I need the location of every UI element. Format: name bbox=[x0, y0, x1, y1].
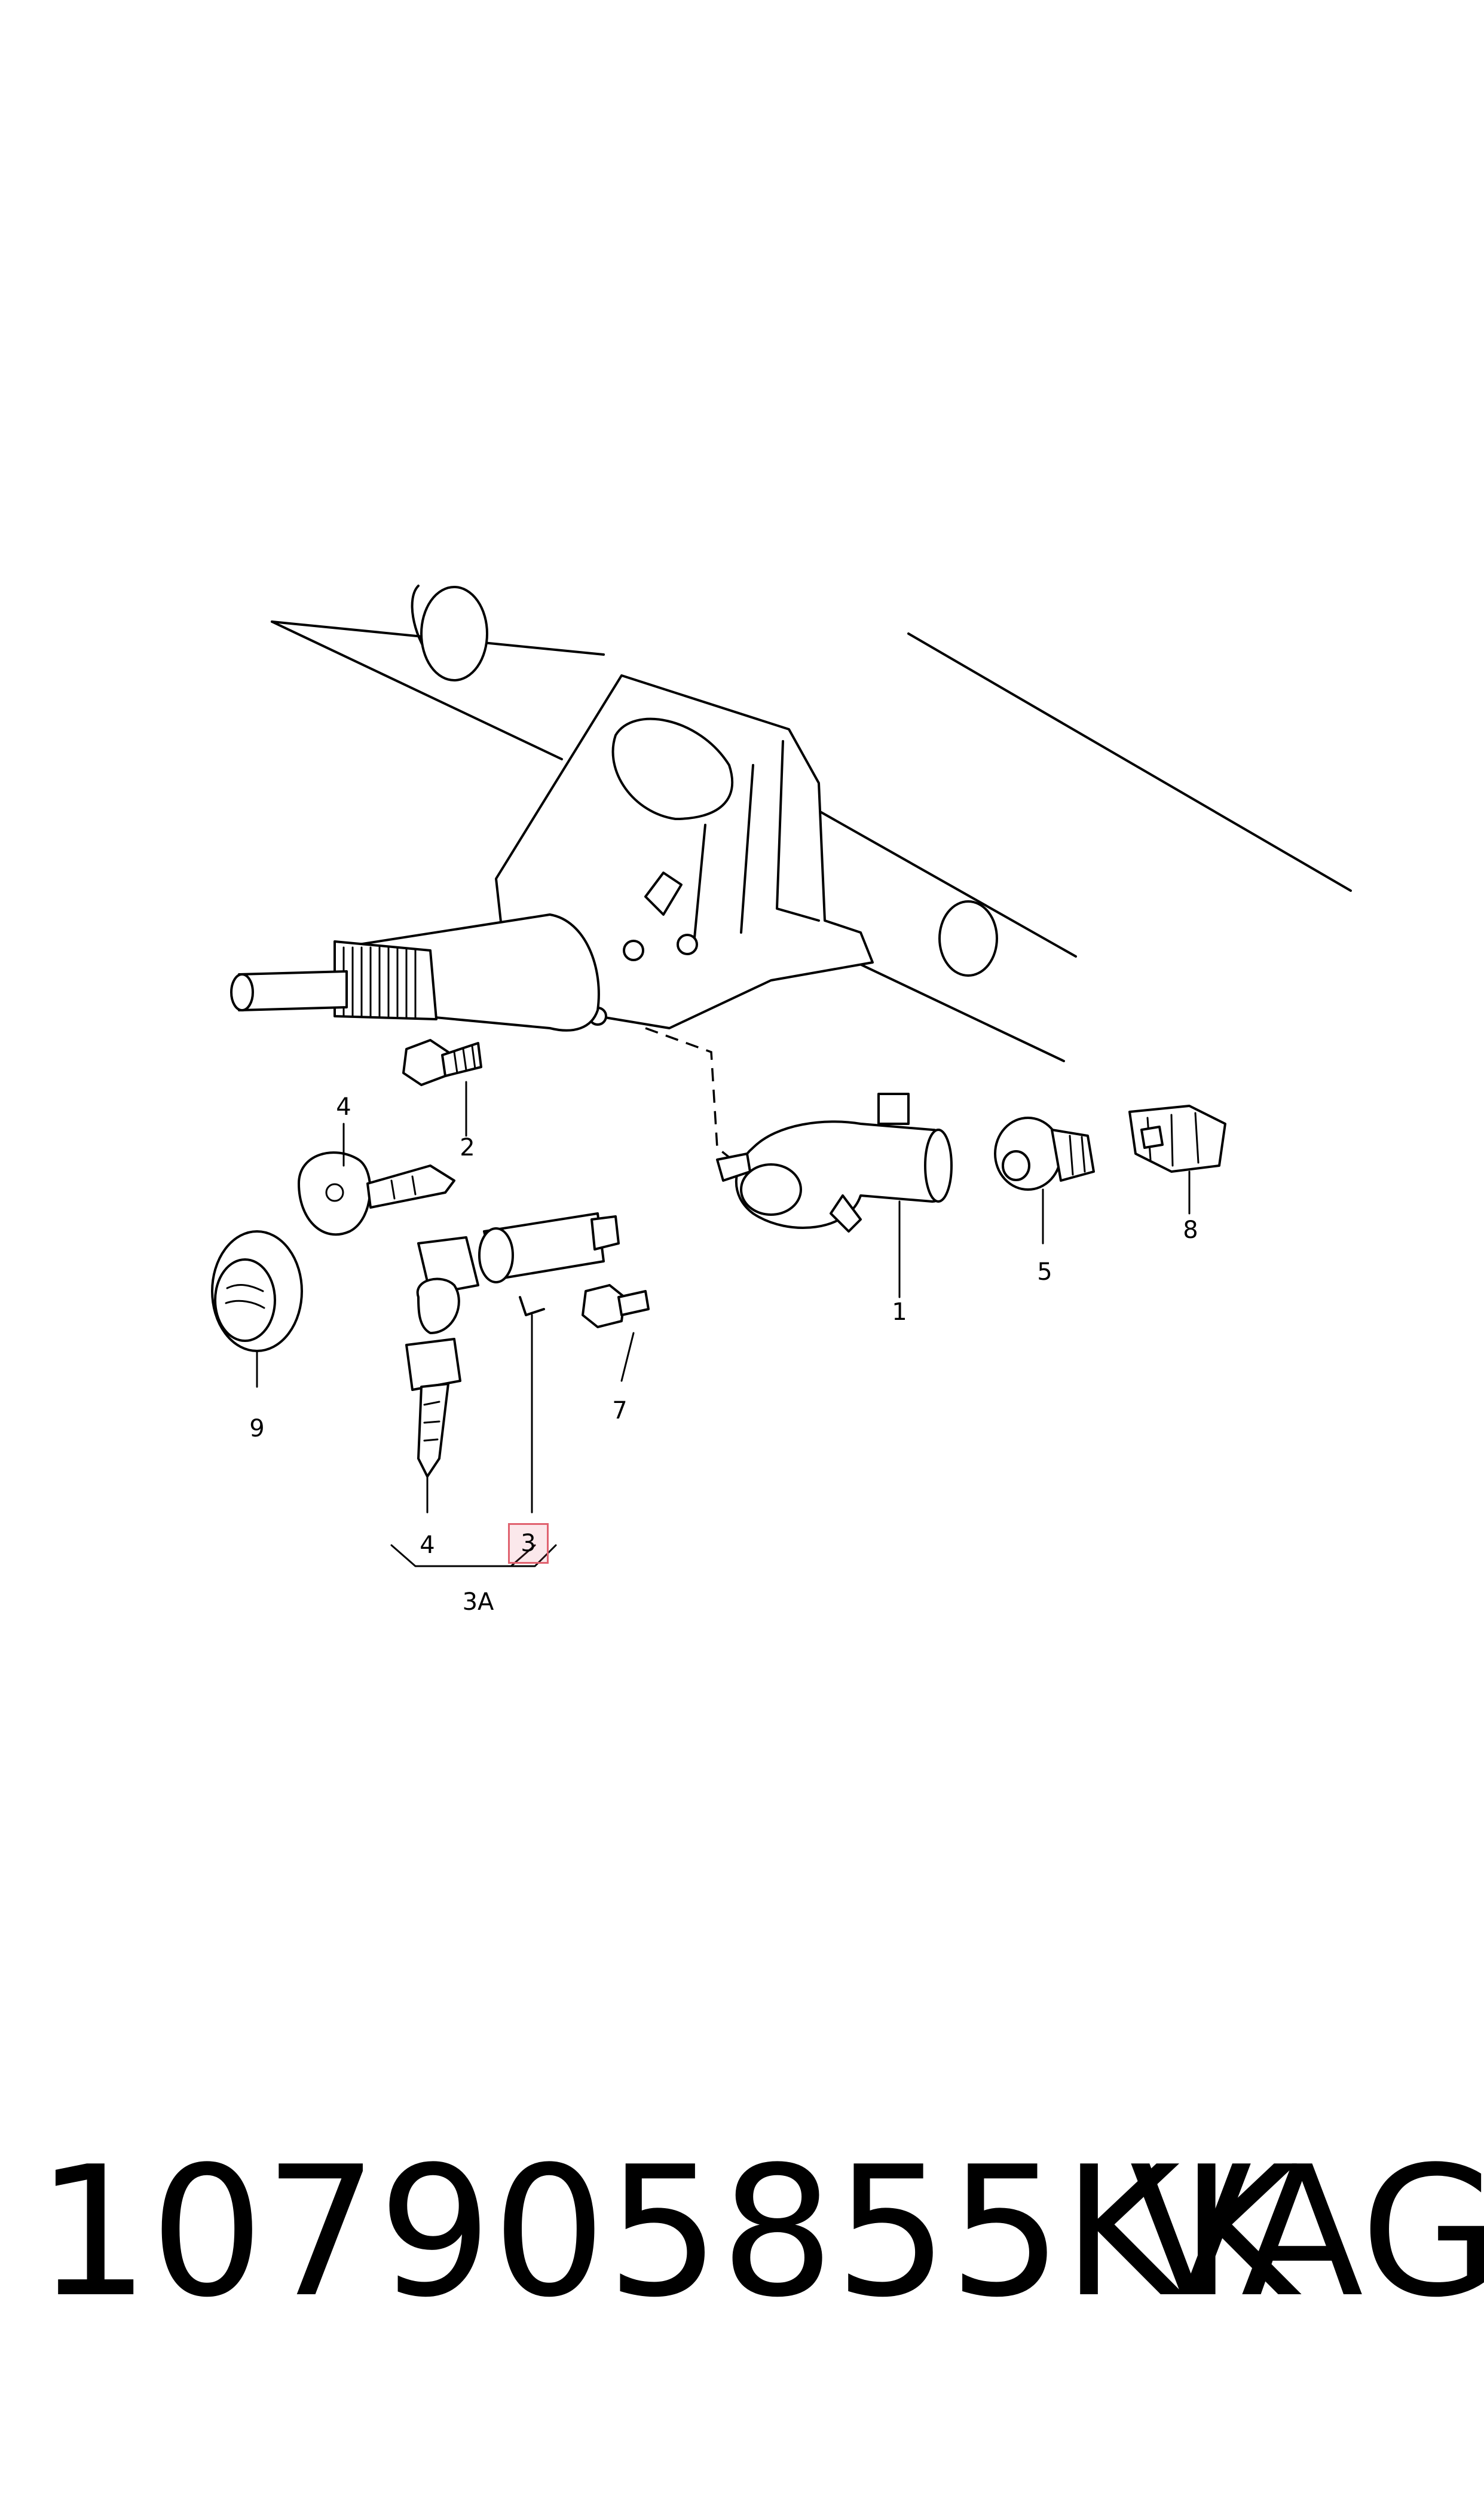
part-3-lock-cylinder bbox=[405, 1212, 620, 1478]
part-1-lock-housing bbox=[716, 1093, 953, 1233]
callout-5: 5 bbox=[1037, 1258, 1052, 1286]
callout-3[interactable]: 3 bbox=[521, 1530, 536, 1557]
brand-caption: VAG bbox=[1130, 2128, 1484, 2337]
part-9-grommet bbox=[211, 1230, 303, 1352]
part-2-bolt bbox=[402, 1039, 482, 1086]
callout-4-lower: 4 bbox=[420, 1531, 435, 1559]
part-4-key-blank bbox=[298, 1151, 455, 1236]
callout-8: 8 bbox=[1183, 1216, 1198, 1244]
assembly-guide-line bbox=[645, 1027, 748, 1173]
part-number-caption: 107905855KK bbox=[36, 2128, 1298, 2337]
callout-4-upper: 4 bbox=[336, 1093, 351, 1121]
callout-7: 7 bbox=[612, 1397, 628, 1424]
callout-2: 2 bbox=[460, 1134, 475, 1161]
part-5-ignition-switch bbox=[994, 1117, 1095, 1191]
steering-column-bracket bbox=[495, 674, 874, 1029]
leader-lines bbox=[256, 1081, 1191, 1567]
callout-3a: 3A bbox=[462, 1588, 494, 1616]
callout-9: 9 bbox=[249, 1415, 265, 1442]
callout-3-highlight[interactable] bbox=[508, 1523, 549, 1564]
part-7-grub-screw bbox=[582, 1284, 650, 1328]
steering-column-shaft bbox=[230, 913, 600, 1032]
callout-1: 1 bbox=[892, 1298, 907, 1326]
part-8-connector bbox=[1128, 1105, 1226, 1173]
